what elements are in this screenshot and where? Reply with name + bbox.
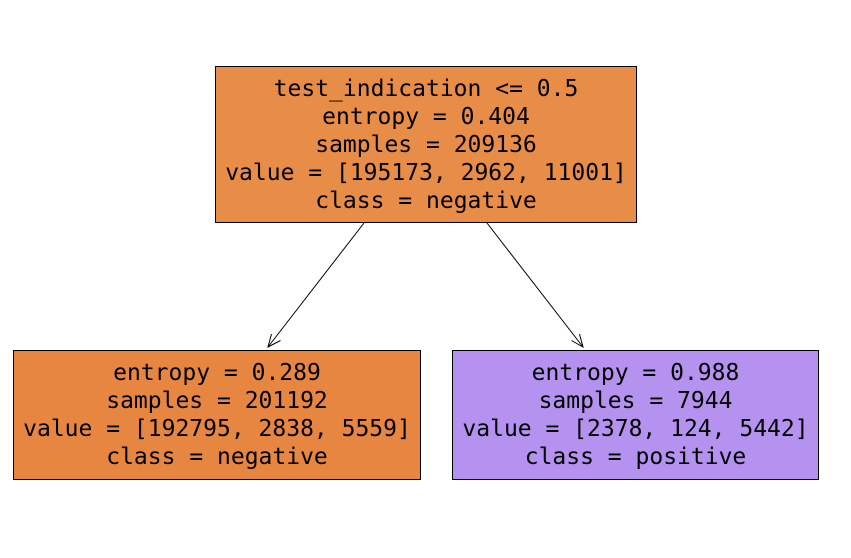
node-class: class = negative <box>106 444 328 470</box>
node-value: value = [195173, 2962, 11001] <box>225 159 627 186</box>
node-value: value = [2378, 124, 5442] <box>462 416 809 442</box>
node-entropy: entropy = 0.404 <box>322 103 530 130</box>
node-class: class = positive <box>524 444 747 470</box>
node-entropy: entropy = 0.289 <box>113 360 321 386</box>
node-split-condition: test_indication <= 0.5 <box>273 75 579 102</box>
node-value: value = [192795, 2838, 5559] <box>23 416 411 442</box>
node-samples: samples = 201192 <box>106 388 328 414</box>
edge-root-right <box>486 222 584 349</box>
tree-node-right-leaf: entropy = 0.988 samples = 7944 value = [… <box>452 350 819 480</box>
edge-root-left <box>267 222 365 348</box>
tree-node-left-leaf: entropy = 0.289 samples = 201192 value =… <box>13 350 421 480</box>
node-samples: samples = 7944 <box>538 388 733 414</box>
node-entropy: entropy = 0.988 <box>531 360 740 386</box>
node-samples: samples = 209136 <box>315 131 537 158</box>
node-class: class = negative <box>315 187 537 214</box>
tree-node-root: test_indication <= 0.5 entropy = 0.404 s… <box>215 66 637 223</box>
